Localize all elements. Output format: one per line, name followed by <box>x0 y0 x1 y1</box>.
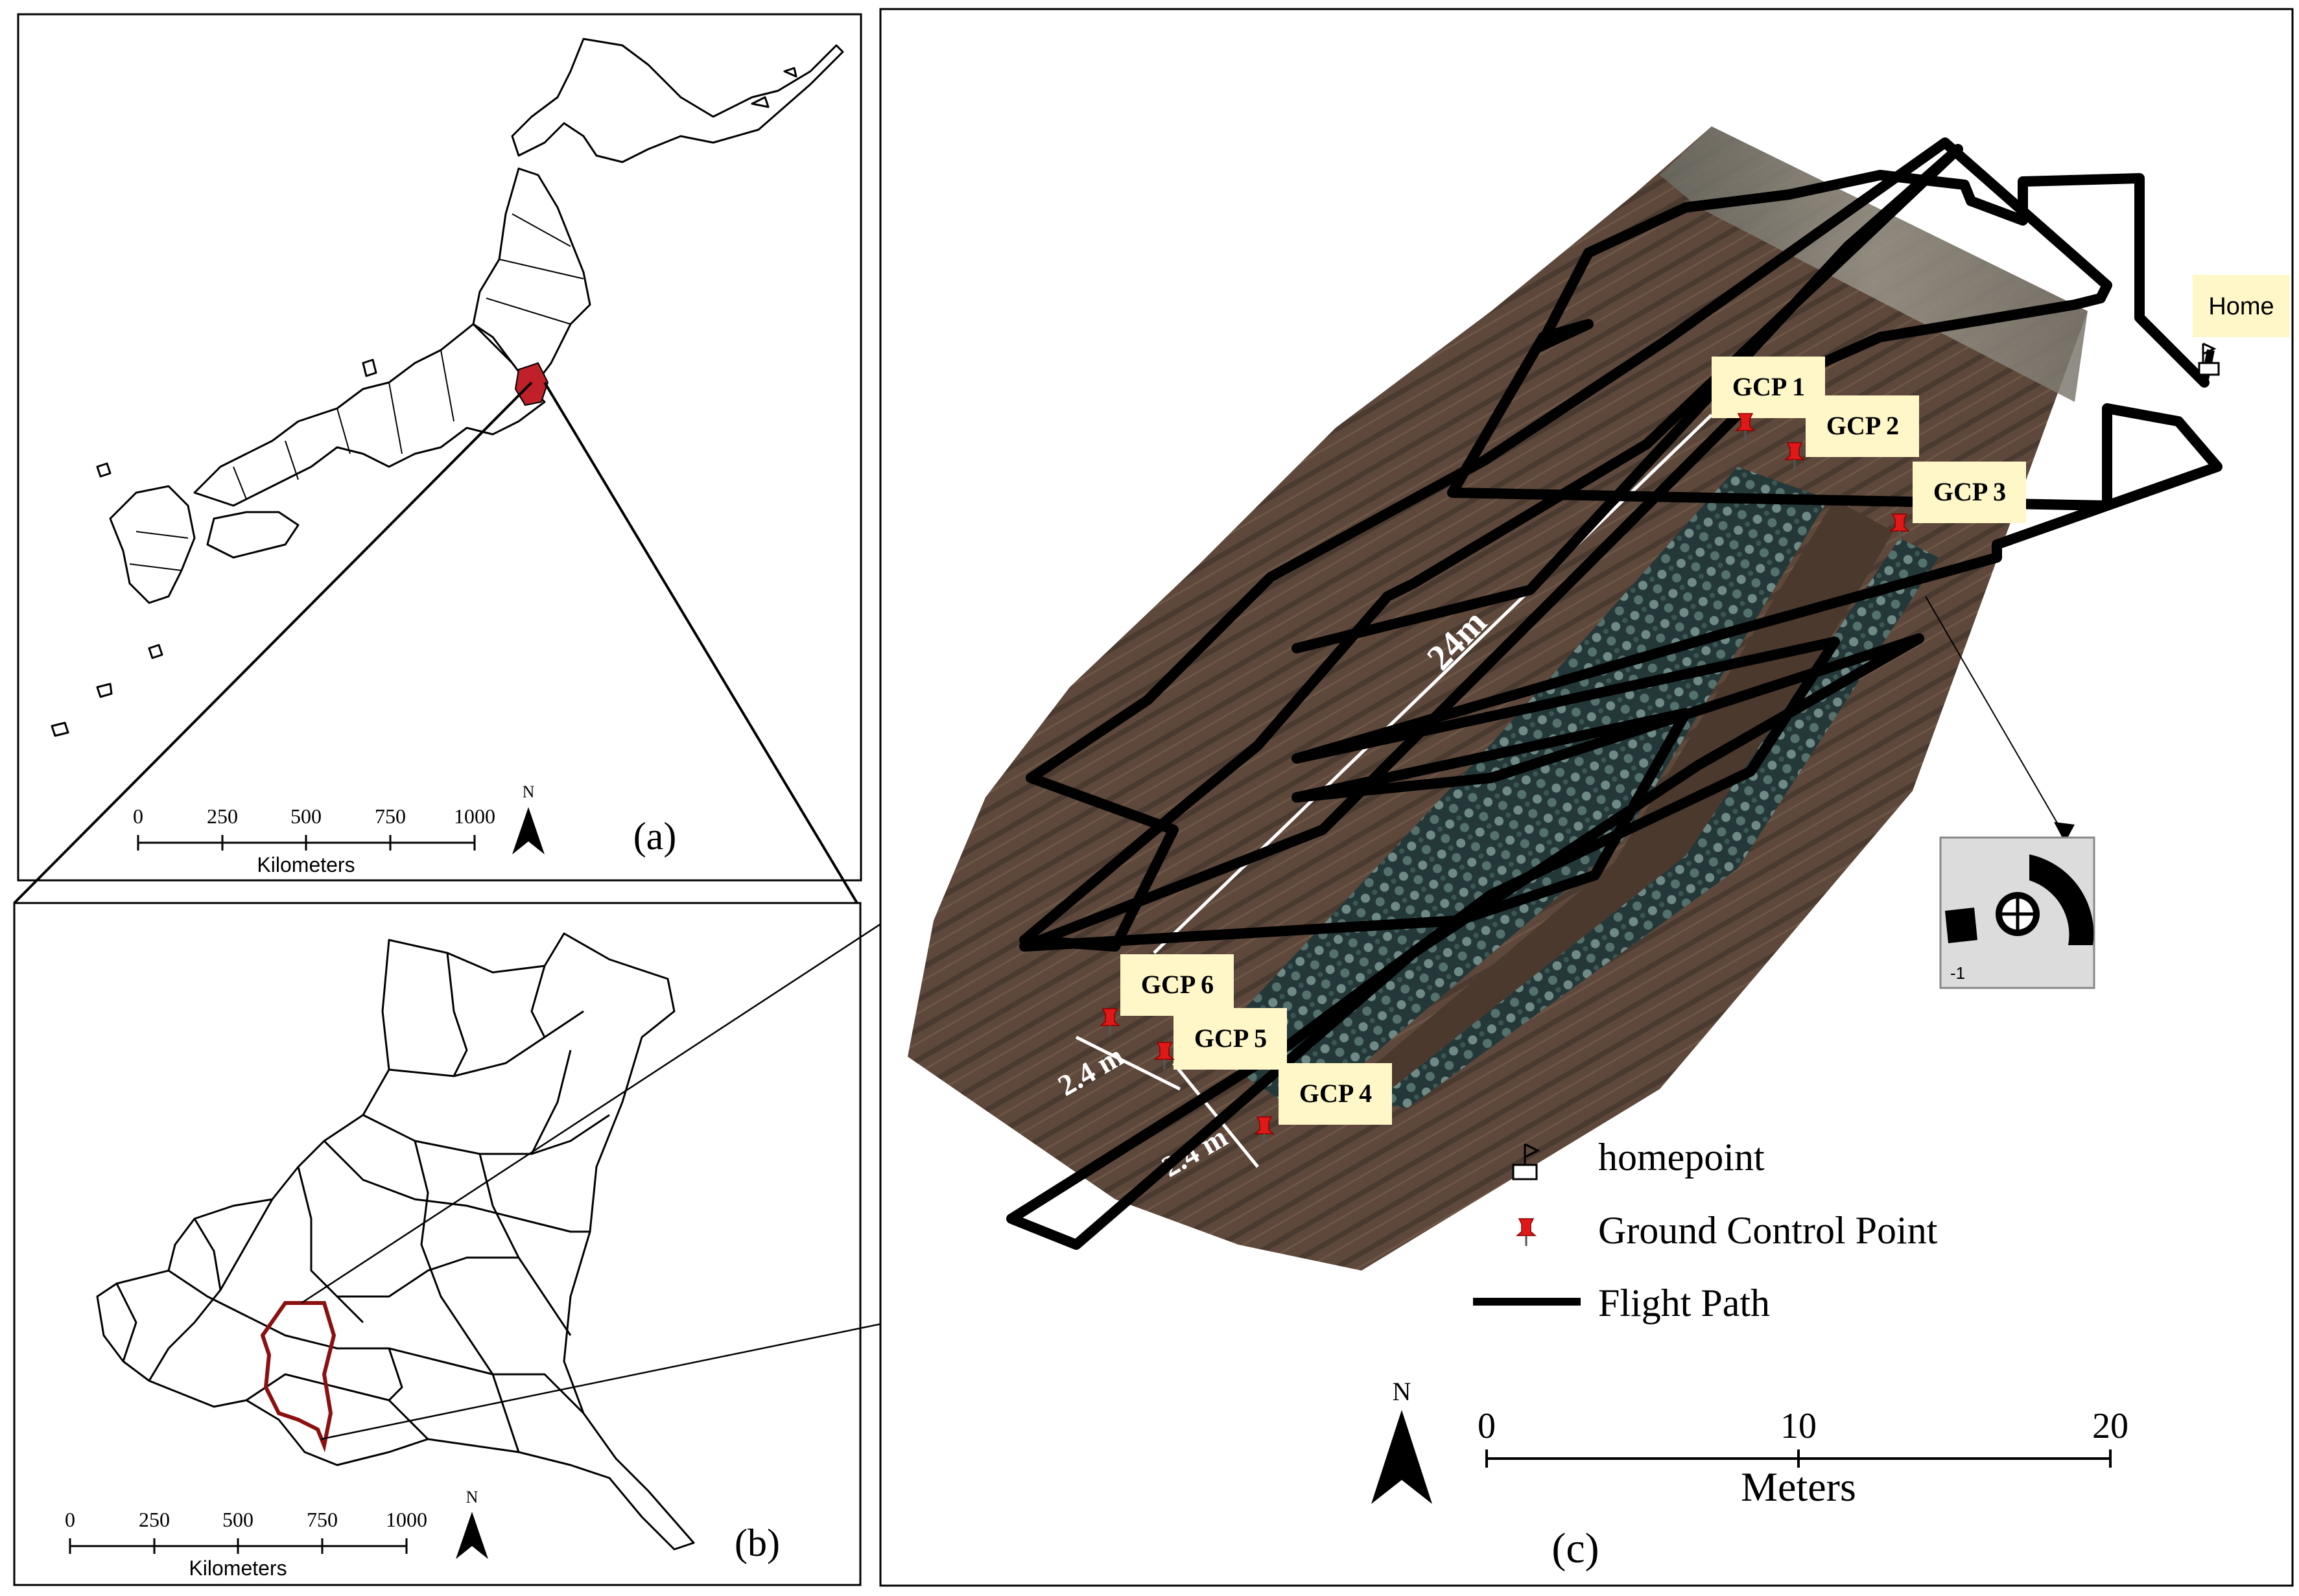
home-label-box <box>2193 275 2290 337</box>
gcp-label: GCP 1 <box>1732 372 1805 401</box>
zoom-connector-lines <box>13 381 1236 1440</box>
scale-tick-label: 1000 <box>454 804 495 828</box>
ibaraki-map <box>96 932 695 1551</box>
legend-item: Ground Control Point <box>1516 1209 1938 1252</box>
legend-label: Flight Path <box>1598 1282 1770 1324</box>
panel-b-label: (b) <box>735 1521 780 1564</box>
scale-tick-label: 250 <box>139 1508 170 1531</box>
home-label: Home <box>2208 293 2274 320</box>
scale-tick-label: 20 <box>2092 1406 2128 1446</box>
japan-map <box>51 38 844 737</box>
gcp-marker: GCP 4 <box>1254 1063 1392 1145</box>
panel-b-scale-bar: 0 250 500 750 1000 Kilometers <box>65 1508 427 1580</box>
flight-path <box>1006 137 2222 1250</box>
gcp-marker: GCP 2 <box>1784 395 1919 471</box>
panel-a-scale-bar: 0 250 500 750 1000 Kilometers <box>133 804 495 876</box>
gcp-marker: GCP 6 <box>1100 954 1234 1037</box>
scale-unit-label: Meters <box>1741 1464 1856 1510</box>
gcp-label: GCP 4 <box>1299 1079 1372 1108</box>
gcp-label: GCP 5 <box>1194 1024 1267 1053</box>
legend-item: homepoint <box>1512 1136 1765 1180</box>
scale-tick-label: 1000 <box>386 1508 427 1531</box>
scale-tick-label: 0 <box>1478 1406 1496 1446</box>
target-pointer-line <box>1925 596 2066 837</box>
study-area-highlight <box>260 1301 336 1453</box>
scale-tick-label: 500 <box>222 1508 253 1531</box>
scale-unit-label: Kilometers <box>189 1556 287 1580</box>
panel-b-frame <box>13 902 862 1586</box>
target-id-label: -1 <box>1950 963 1965 983</box>
prefecture-lines <box>129 213 584 571</box>
gcp-marker: GCP 3 <box>1889 462 2026 543</box>
gcp-label: GCP 6 <box>1141 970 1214 999</box>
north-arrow-icon: N <box>1371 1377 1432 1504</box>
north-label: N <box>1393 1377 1411 1406</box>
gcp-label: GCP 2 <box>1826 411 1899 440</box>
legend-label: homepoint <box>1598 1136 1765 1179</box>
north-arrow-icon: N <box>512 782 545 854</box>
gcp-label: GCP 3 <box>1933 477 2006 506</box>
scale-tick-label: 750 <box>375 804 406 828</box>
gcp-marker: GCP 5 <box>1154 1008 1287 1071</box>
scale-tick-label: 10 <box>1780 1406 1817 1446</box>
scale-unit-label: Kilometers <box>257 853 355 876</box>
scale-tick-label: 250 <box>207 804 238 828</box>
panel-c-scale-bar: 0 10 20 Meters <box>1478 1406 2128 1510</box>
scale-tick-label: 750 <box>307 1508 338 1531</box>
scale-tick-label: 0 <box>133 804 143 828</box>
panel-c: 24m 2.4 m 2.4 m Home GCP 1 <box>879 8 2294 1587</box>
scale-tick-label: 500 <box>290 804 322 828</box>
homepoint-flag-icon <box>2198 342 2220 376</box>
gcp-target-inset: -1 <box>1939 836 2095 989</box>
gcp-markers: GCP 1 GCP 2 GCP 3 GCP 4 GCP 5 <box>1100 357 2026 1145</box>
legend-item: Flight Path <box>1473 1282 1770 1324</box>
panel-c-label: (c) <box>1551 1525 1599 1572</box>
north-label: N <box>523 782 535 801</box>
home-marker: Home <box>2193 275 2290 376</box>
north-label: N <box>466 1488 478 1507</box>
north-arrow-icon: N <box>456 1488 488 1559</box>
legend-label: Ground Control Point <box>1598 1209 1938 1252</box>
panel-b: 0 250 500 750 1000 Kilometers N (b) <box>13 902 862 1586</box>
legend: homepoint Ground Control Point Flight Pa… <box>1473 1136 1938 1324</box>
panel-a: 0 250 500 750 1000 Kilometers N (a) <box>17 13 862 882</box>
homepoint-flag-icon <box>1512 1143 1540 1180</box>
scale-tick-label: 0 <box>65 1508 75 1531</box>
panel-a-label: (a) <box>633 815 677 858</box>
